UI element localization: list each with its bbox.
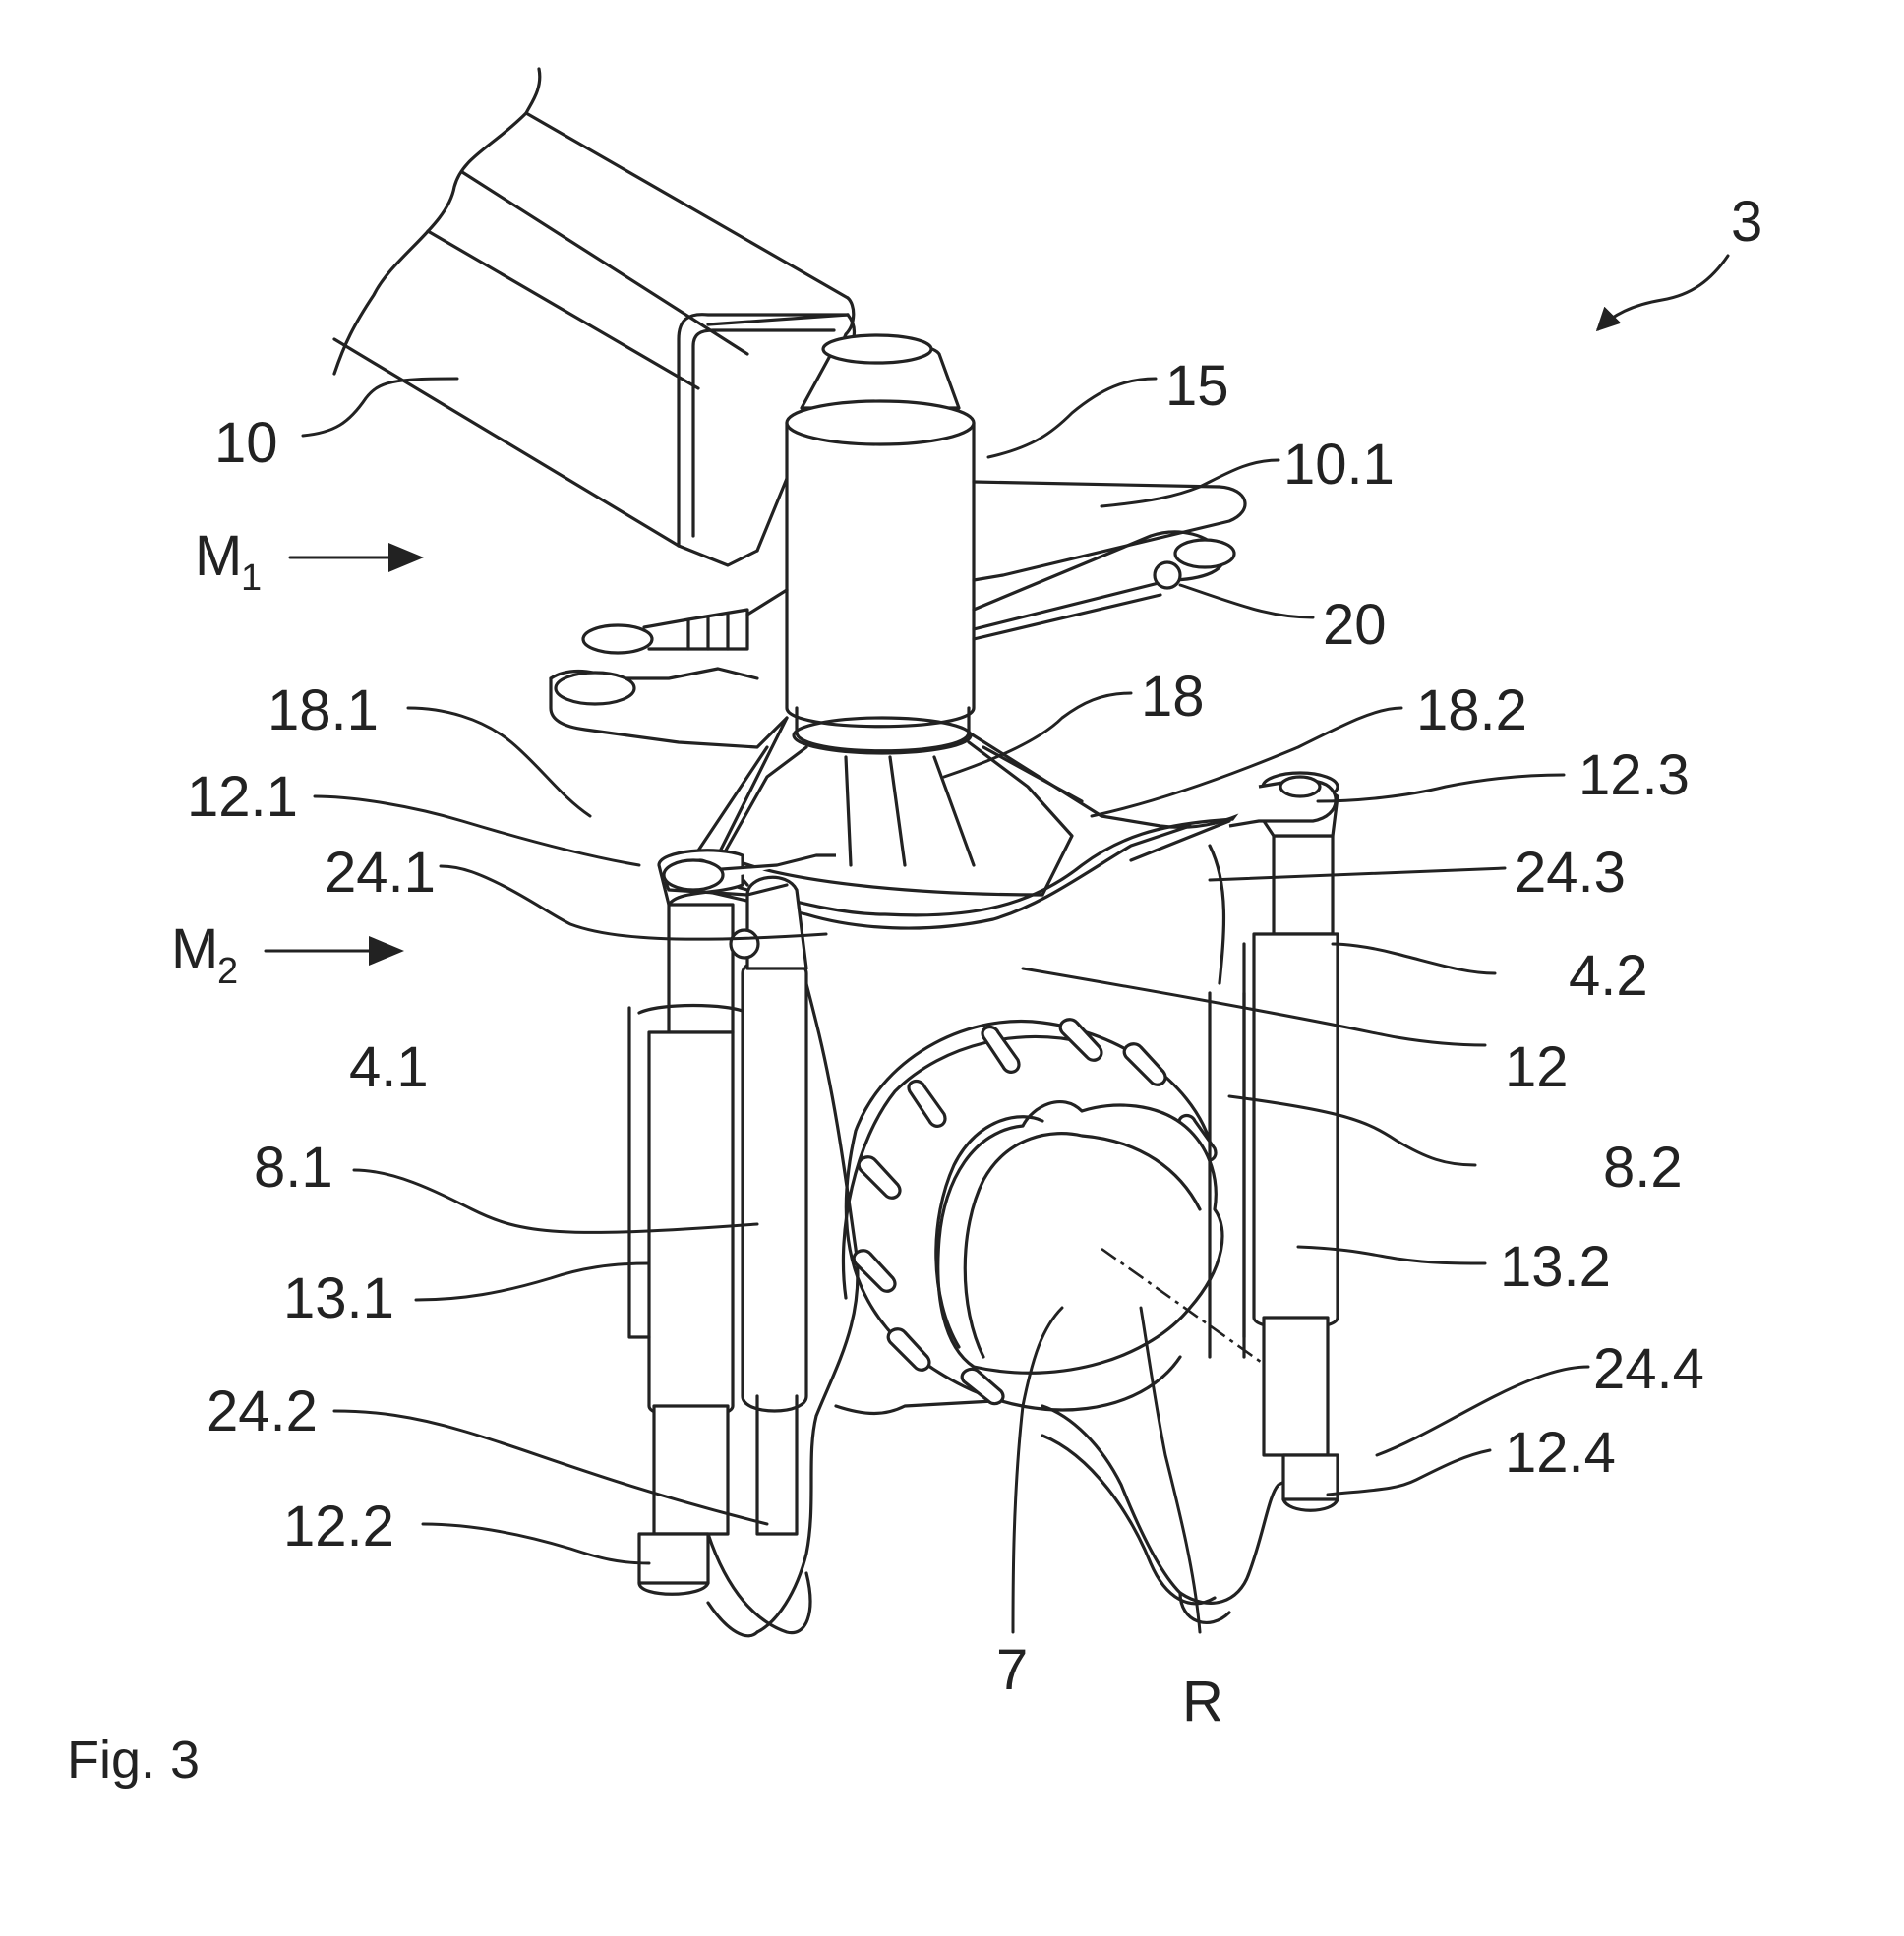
- label-24-1: 24.1: [325, 841, 436, 905]
- label-18: 18: [1141, 665, 1205, 729]
- label-12-2: 12.2: [283, 1495, 394, 1558]
- label-12-4: 12.4: [1505, 1421, 1616, 1485]
- bolt-ring: [852, 1018, 1218, 1406]
- label-24-3: 24.3: [1515, 841, 1626, 905]
- top-plate: [662, 775, 1338, 897]
- label-24-4: 24.4: [1593, 1337, 1704, 1401]
- kingpin-housing: [785, 333, 976, 755]
- m1-subscript: 1: [241, 557, 262, 599]
- brake-fitting: [549, 588, 789, 749]
- m2-label: M: [171, 917, 218, 981]
- reference-numerals: 3 10 15 10.1 20 18 18.1 18.2 12.1 12.3 2…: [187, 190, 1762, 1733]
- right-strut: [1208, 771, 1339, 1512]
- label-10-1: 10.1: [1283, 433, 1395, 497]
- label-R: R: [1182, 1670, 1223, 1733]
- frame-rail: [332, 67, 857, 567]
- left-strut: [627, 849, 808, 1596]
- label-24-2: 24.2: [207, 1379, 318, 1443]
- wheel-hub: [841, 1018, 1289, 1412]
- label-12-3: 12.3: [1578, 743, 1690, 807]
- figure-caption: Fig. 3: [67, 1731, 200, 1789]
- leader-lines: [301, 254, 1730, 1634]
- motion-arrow-m2: M 2: [171, 917, 404, 992]
- label-18-2: 18.2: [1416, 678, 1527, 742]
- upper-arm: [972, 480, 1247, 641]
- label-8-2: 8.2: [1603, 1136, 1683, 1200]
- m2-subscript: 2: [217, 951, 238, 992]
- lower-lugs: [637, 1497, 1339, 1585]
- label-13-1: 13.1: [283, 1266, 394, 1330]
- m1-label: M: [195, 524, 242, 588]
- label-12-1: 12.1: [187, 765, 298, 829]
- label-13-2: 13.2: [1500, 1235, 1611, 1299]
- label-15: 15: [1165, 354, 1229, 418]
- label-4-1: 4.1: [349, 1035, 429, 1099]
- label-10: 10: [214, 411, 278, 475]
- label-18-1: 18.1: [268, 678, 379, 742]
- label-20: 20: [1323, 593, 1387, 657]
- label-assembly-3: 3: [1731, 190, 1762, 254]
- label-7: 7: [996, 1638, 1028, 1702]
- label-8-1: 8.1: [254, 1136, 333, 1200]
- label-12: 12: [1505, 1035, 1569, 1099]
- label-4-2: 4.2: [1569, 944, 1648, 1008]
- motion-arrow-m1: M 1: [195, 524, 424, 599]
